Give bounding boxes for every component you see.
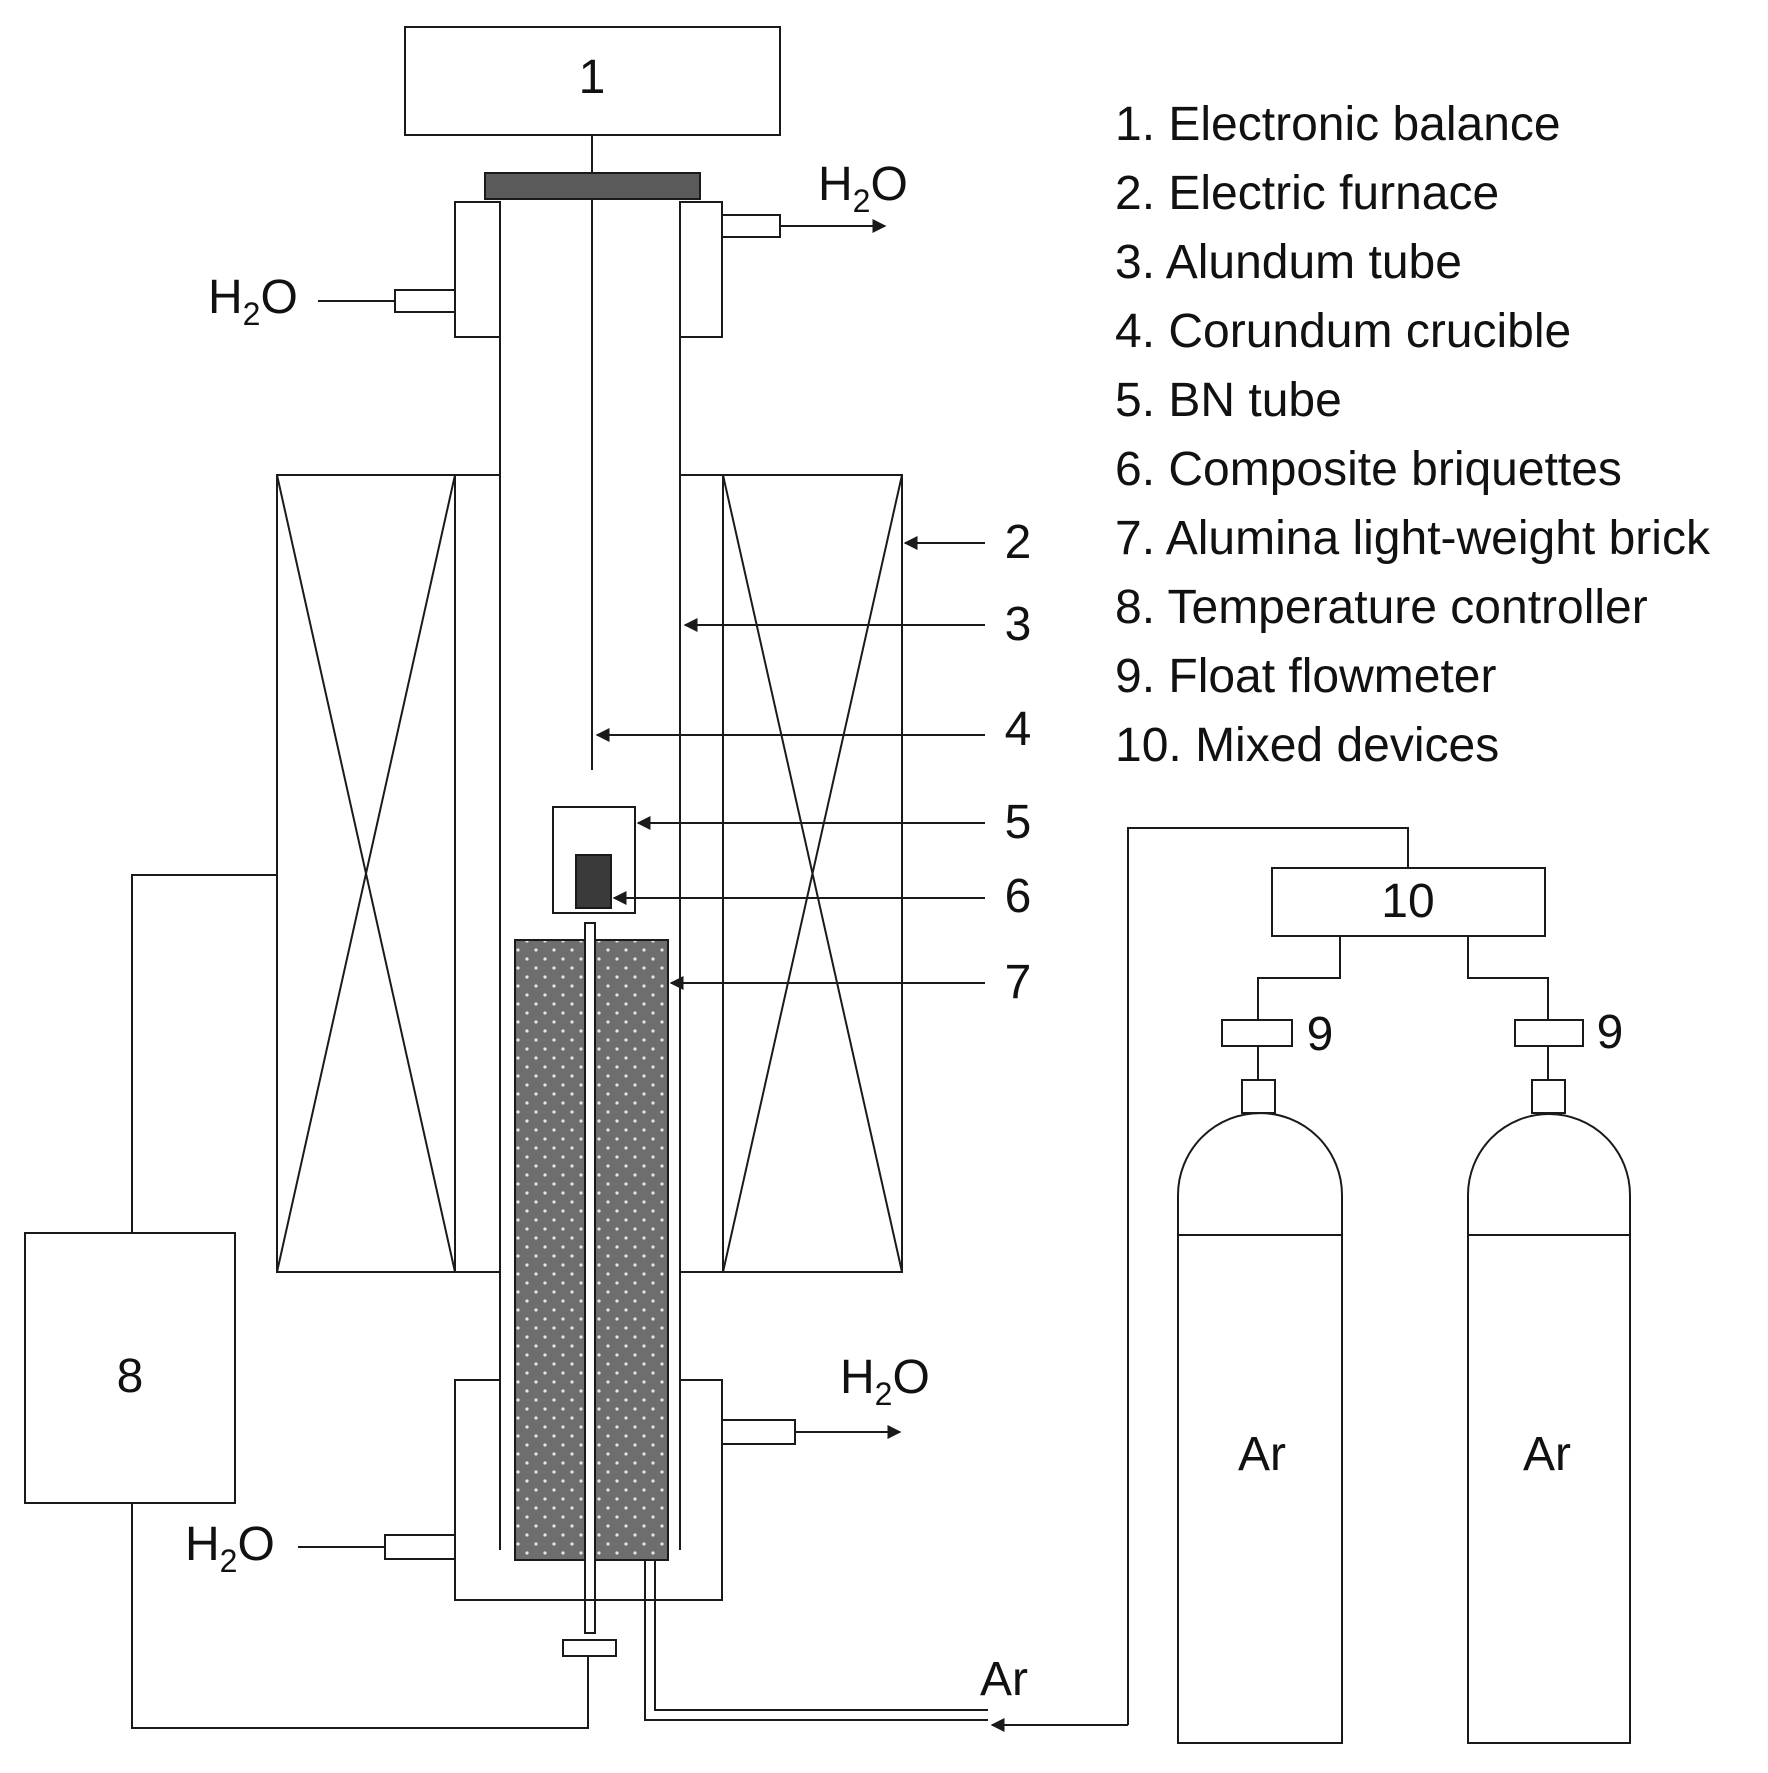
bottom-water-jacket bbox=[454, 1379, 723, 1601]
thermocouple-rod bbox=[584, 922, 596, 1634]
top-lid bbox=[484, 172, 701, 200]
furnace-right-body bbox=[679, 474, 903, 1273]
float-flowmeter-left bbox=[1221, 1019, 1293, 1047]
legend-item: 9. Float flowmeter bbox=[1115, 650, 1496, 703]
label-3: 3 bbox=[1005, 598, 1032, 651]
top-water-jacket-right bbox=[679, 201, 723, 338]
label-8: 8 bbox=[117, 1350, 144, 1403]
cylinder-left-label: Ar bbox=[1238, 1428, 1286, 1481]
cylinder-left-valve bbox=[1241, 1079, 1276, 1114]
electronic-balance-box bbox=[404, 26, 781, 136]
gas-supply-line bbox=[1127, 827, 1409, 1725]
label-7: 7 bbox=[1005, 956, 1032, 1009]
water-label-top-outlet: H2O bbox=[818, 158, 908, 219]
furnace-left-cross-b bbox=[276, 474, 456, 1273]
label-2: 2 bbox=[1005, 516, 1032, 569]
legend-item: 3. Alundum tube bbox=[1115, 236, 1462, 289]
ar-inlet-label: Ar bbox=[980, 1653, 1028, 1706]
water-label-top-inlet: H2O bbox=[208, 271, 298, 332]
label-4: 4 bbox=[1005, 703, 1032, 756]
legend-item: 2. Electric furnace bbox=[1115, 167, 1499, 220]
furnace-left-heater bbox=[276, 474, 456, 1273]
mixer-line-left bbox=[1257, 936, 1341, 1020]
bottom-water-outlet-pipe bbox=[721, 1419, 796, 1445]
legend-item: 7. Alumina light-weight brick bbox=[1115, 512, 1711, 565]
cylinder-right-valve bbox=[1531, 1079, 1566, 1114]
legend: 1. Electronic balance 2. Electric furnac… bbox=[1115, 98, 1711, 772]
temperature-controller bbox=[24, 1232, 236, 1504]
water-label-bottom-outlet: H2O bbox=[840, 1351, 930, 1412]
top-water-inlet-pipe bbox=[394, 289, 456, 313]
top-water-jacket-left bbox=[454, 201, 501, 338]
legend-item: 10. Mixed devices bbox=[1115, 719, 1499, 772]
bottom-water-inlet-pipe bbox=[384, 1534, 456, 1560]
water-label-bottom-inlet: H2O bbox=[185, 1518, 275, 1579]
controller-thermocouple-wire bbox=[131, 1503, 589, 1729]
legend-item: 6. Composite briquettes bbox=[1115, 443, 1622, 496]
label-9-right: 9 bbox=[1597, 1006, 1624, 1059]
mixed-devices-box bbox=[1271, 867, 1546, 937]
float-flowmeter-right bbox=[1514, 1019, 1584, 1047]
mixer-line-right bbox=[1467, 936, 1549, 1020]
cylinder-right bbox=[1467, 1113, 1631, 1744]
composite-briquettes bbox=[575, 854, 612, 909]
cylinder-right-label: Ar bbox=[1523, 1428, 1571, 1481]
thermocouple-base bbox=[562, 1639, 617, 1657]
legend-item: 5. BN tube bbox=[1115, 374, 1342, 427]
label-9-left: 9 bbox=[1307, 1008, 1334, 1061]
furnace-right-cross-b bbox=[722, 474, 903, 1273]
cylinder-left bbox=[1177, 1112, 1343, 1744]
furnace-right-heater bbox=[722, 474, 903, 1273]
legend-item: 8. Temperature controller bbox=[1115, 581, 1648, 634]
ar-gas-inlet-pipe bbox=[644, 1560, 988, 1721]
legend-item: 4. Corundum crucible bbox=[1115, 305, 1571, 358]
label-6: 6 bbox=[1005, 870, 1032, 923]
top-water-outlet-pipe bbox=[721, 214, 781, 238]
label-10: 10 bbox=[1381, 875, 1434, 928]
controller-furnace-wire bbox=[131, 874, 277, 1233]
label-5: 5 bbox=[1005, 796, 1032, 849]
furnace-left-body bbox=[276, 474, 501, 1273]
label-1: 1 bbox=[579, 51, 606, 104]
legend-item: 1. Electronic balance bbox=[1115, 98, 1561, 151]
